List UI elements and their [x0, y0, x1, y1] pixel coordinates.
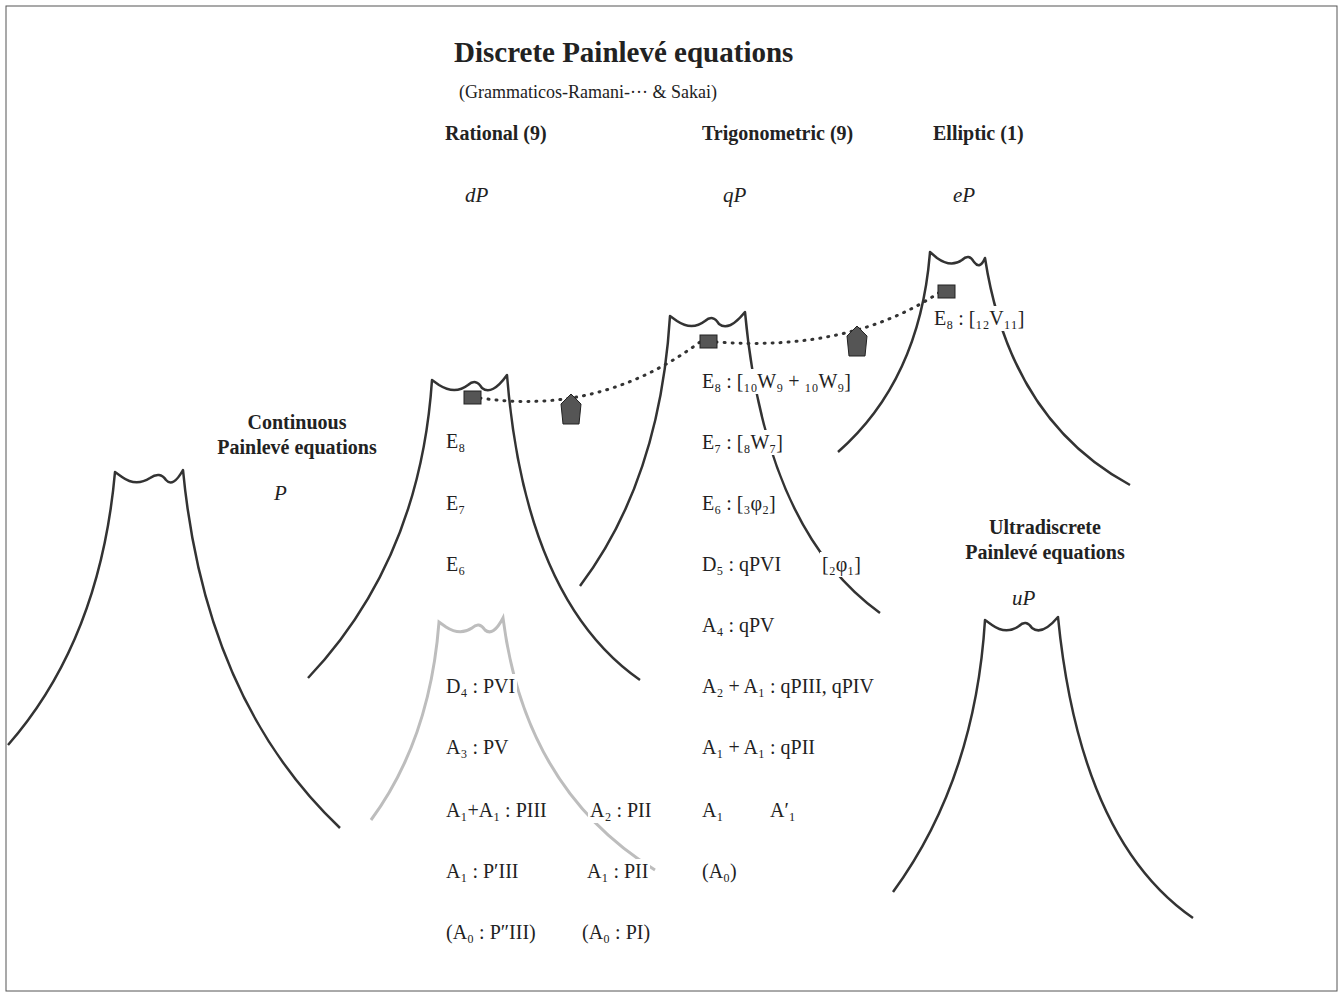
ultradiscrete-mountain [893, 617, 1193, 918]
trigonometric-mountain [580, 312, 880, 613]
pentagon-marker [847, 326, 867, 356]
group-heading: Continuous Painlevé equations [209, 410, 385, 460]
equation-label: D₄ : PVI [444, 674, 517, 699]
equation-label: (A₀ : PI) [580, 920, 652, 945]
equation-label: D₅ : qPVI [700, 552, 783, 577]
elliptic-mountain [838, 252, 1130, 485]
equation-label: A₁ : PII [585, 859, 650, 884]
square-marker [700, 335, 717, 348]
equation-label: A₁+A₁ : PIII [444, 798, 549, 823]
continuous-mountain [8, 470, 340, 828]
equation-label: E₆ : [₃φ₂] [700, 491, 778, 516]
diagram-title: Discrete Painlevé equations [454, 36, 793, 69]
column-heading: Rational (9) [443, 121, 549, 146]
square-marker [938, 285, 955, 298]
family-symbol: dP [463, 182, 490, 208]
subtitle-note: (Grammaticos-Ramani-··· & Sakai) [457, 81, 719, 104]
equation-label: E₈ : [₁₂V₁₁] [932, 306, 1026, 331]
equation-label: E₇ : [₈W₇] [700, 430, 785, 455]
equation-label: (A₀ : P″III) [444, 920, 538, 945]
equation-label: [₂φ₁] [820, 552, 863, 577]
equation-label: E₈ : [₁₀W₉ + ₁₀W₉] [700, 369, 853, 394]
equation-label: A₄ : qPV [700, 613, 777, 638]
continuous-subfamily-mountain [371, 618, 655, 870]
family-symbol: P [272, 480, 289, 506]
family-symbol: qP [721, 182, 748, 208]
equation-label: E₈ [444, 429, 467, 454]
equation-label: A₁ [700, 798, 725, 823]
dotted-degeneration-line [480, 292, 940, 402]
equation-label: E₆ [444, 552, 467, 577]
equation-label: A₁ + A₁ : qPII [700, 735, 817, 760]
equation-label: A′₁ [768, 798, 798, 823]
family-symbol: uP [1010, 585, 1037, 611]
family-symbol: eP [951, 182, 977, 208]
square-marker [464, 391, 481, 404]
equation-label: A₂ + A₁ : qPIII, qPIV [700, 674, 876, 699]
equation-label: (A₀) [700, 859, 739, 884]
column-heading: Trigonometric (9) [700, 121, 855, 146]
equation-label: A₂ : PII [588, 798, 653, 823]
pentagon-marker [561, 394, 581, 424]
equation-label: A₃ : PV [444, 735, 511, 760]
group-heading: Ultradiscrete Painlevé equations [957, 515, 1133, 565]
equation-label: E₇ [444, 491, 467, 516]
equation-label: A₁ : P′III [444, 859, 520, 884]
column-heading: Elliptic (1) [931, 121, 1026, 146]
page-frame [6, 6, 1337, 991]
